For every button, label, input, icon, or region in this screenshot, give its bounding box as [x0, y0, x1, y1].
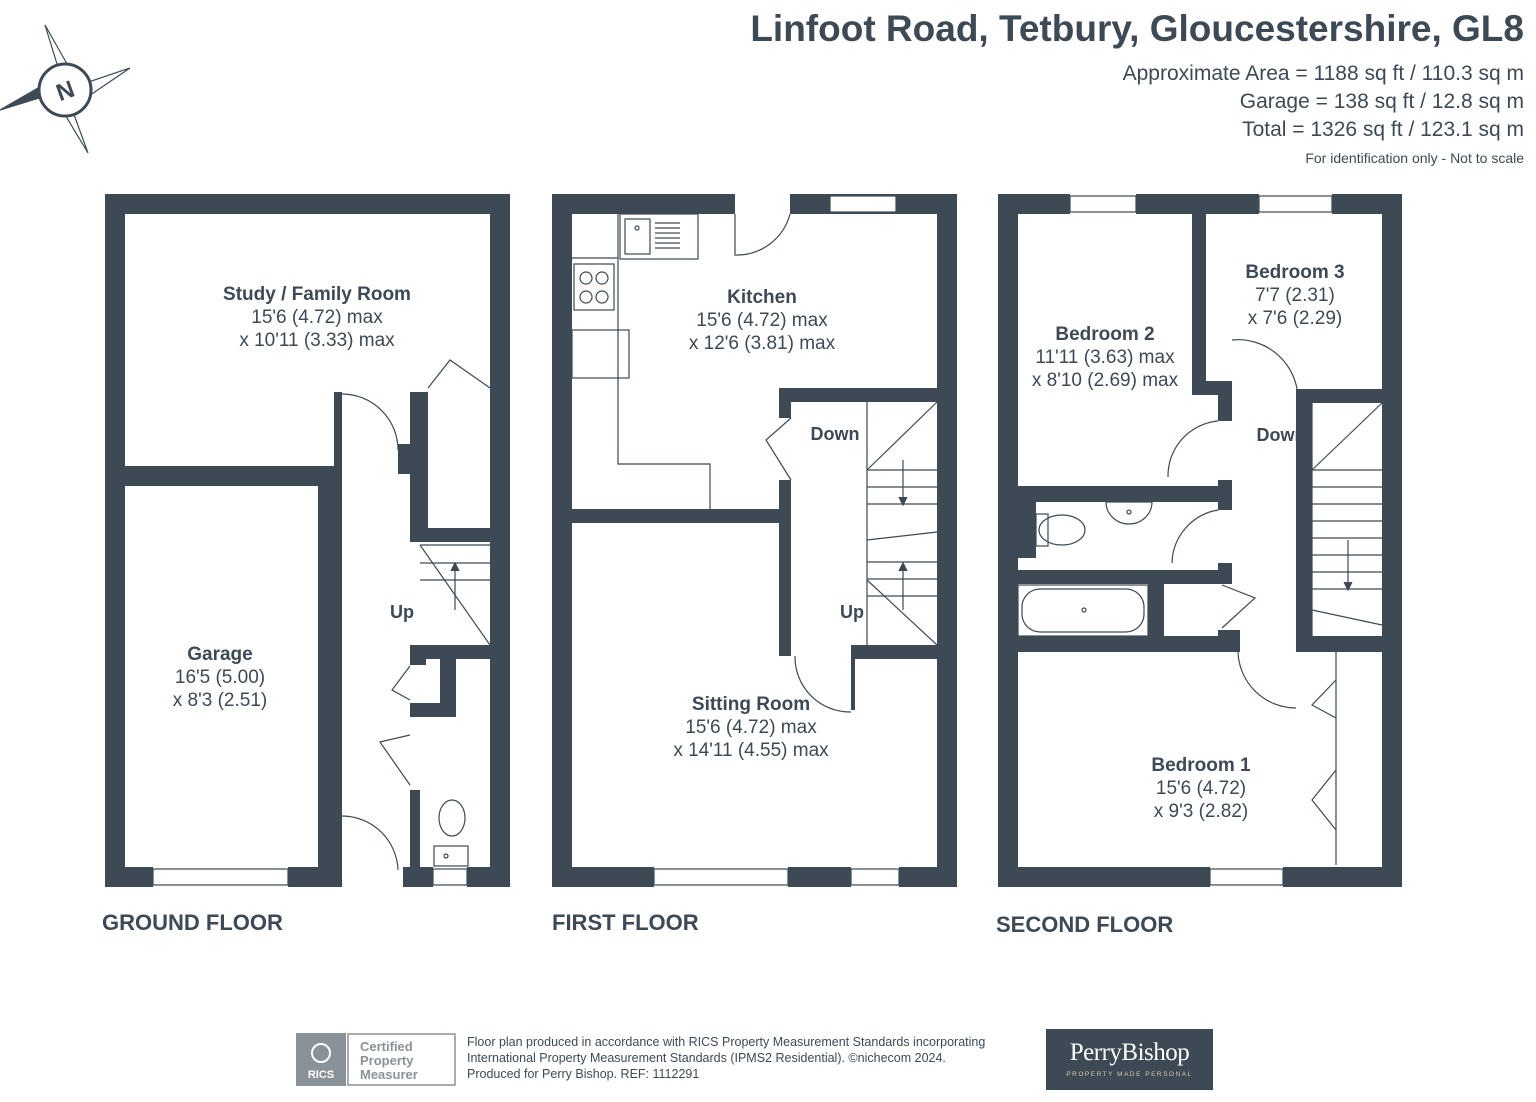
bedroom-2-dim2: x 8'10 (2.69) max: [1032, 370, 1179, 391]
sitting-room-dim1: 15'6 (4.72) max: [685, 717, 817, 738]
garage-name: Garage: [187, 644, 252, 665]
footer-line-1: Floor plan produced in accordance with R…: [467, 1035, 986, 1049]
study-name: Study / Family Room: [223, 284, 411, 305]
footer-line-3: Produced for Perry Bishop. REF: 1112291: [467, 1067, 700, 1081]
rics-logo-text: RICS: [308, 1069, 334, 1081]
garage-dim2: x 8'3 (2.51): [173, 690, 267, 711]
rics-property: Property: [360, 1053, 414, 1068]
first-floor: Kitchen 15'6 (4.72) max x 12'6 (3.81) ma…: [552, 194, 957, 935]
kitchen-dim1: 15'6 (4.72) max: [696, 310, 828, 331]
ground-floor: Study / Family Room 15'6 (4.72) max x 10…: [102, 194, 510, 935]
garage-area: Garage = 138 sq ft / 12.8 sq m: [1239, 90, 1524, 113]
first-walls: [552, 194, 957, 887]
ground-stairs-up: Up: [390, 602, 414, 622]
bedroom-3-dim2: x 7'6 (2.29): [1248, 308, 1342, 329]
rics-badge: RICS Certified Property Measurer: [296, 1033, 456, 1086]
ground-fixtures: [152, 359, 491, 886]
kitchen-dim2: x 12'6 (3.81) max: [689, 333, 836, 354]
total-area: Total = 1326 sq ft / 123.1 sq m: [1242, 118, 1524, 141]
bedroom-2-name: Bedroom 2: [1055, 324, 1154, 345]
page-title: Linfoot Road, Tetbury, Gloucestershire, …: [750, 8, 1524, 49]
second-stairs-down: Down: [1257, 425, 1306, 445]
bedroom-1-dim1: 15'6 (4.72): [1156, 778, 1246, 799]
study-dim1: 15'6 (4.72) max: [251, 307, 383, 328]
first-stairs-up: Up: [840, 602, 864, 622]
brand-name: PerryBishop: [1069, 1039, 1190, 1066]
bedroom-3-name: Bedroom 3: [1245, 262, 1344, 283]
approximate-area: Approximate Area = 1188 sq ft / 110.3 sq…: [1122, 62, 1524, 85]
second-floor-label: SECOND FLOOR: [996, 912, 1173, 937]
second-walls: [998, 194, 1402, 887]
bedroom-2-dim1: 11'11 (3.63) max: [1035, 347, 1175, 368]
sitting-room-dim2: x 14'11 (4.55) max: [673, 740, 829, 761]
kitchen-name: Kitchen: [727, 287, 797, 308]
study-dim2: x 10'11 (3.33) max: [239, 330, 395, 351]
sitting-room-name: Sitting Room: [692, 694, 810, 715]
footer-line-2: International Property Measurement Stand…: [467, 1051, 946, 1065]
garage-dim1: 16'5 (5.00): [175, 667, 265, 688]
perry-bishop-logo: PerryBishop PROPERTY MADE PERSONAL: [1046, 1029, 1213, 1090]
second-floor: Bedroom 2 11'11 (3.63) max x 8'10 (2.69)…: [996, 194, 1402, 937]
bedroom-1-dim2: x 9'3 (2.82): [1154, 801, 1248, 822]
first-stairs-down: Down: [811, 424, 860, 444]
compass-icon: N: [0, 24, 131, 154]
first-floor-label: FIRST FLOOR: [552, 910, 699, 935]
rics-certified: Certified: [360, 1039, 413, 1054]
bedroom-3-dim1: 7'7 (2.31): [1255, 285, 1335, 306]
first-fixtures: [571, 195, 938, 886]
brand-tagline: PROPERTY MADE PERSONAL: [1066, 1071, 1193, 1078]
footer-text: Floor plan produced in accordance with R…: [467, 1034, 985, 1082]
second-fixtures: [1017, 195, 1383, 886]
scale-note: For identification only - Not to scale: [1305, 150, 1524, 166]
ground-floor-label: GROUND FLOOR: [102, 910, 283, 935]
rics-measurer: Measurer: [360, 1067, 418, 1082]
ground-walls: [105, 194, 510, 887]
bedroom-1-name: Bedroom 1: [1151, 755, 1251, 776]
